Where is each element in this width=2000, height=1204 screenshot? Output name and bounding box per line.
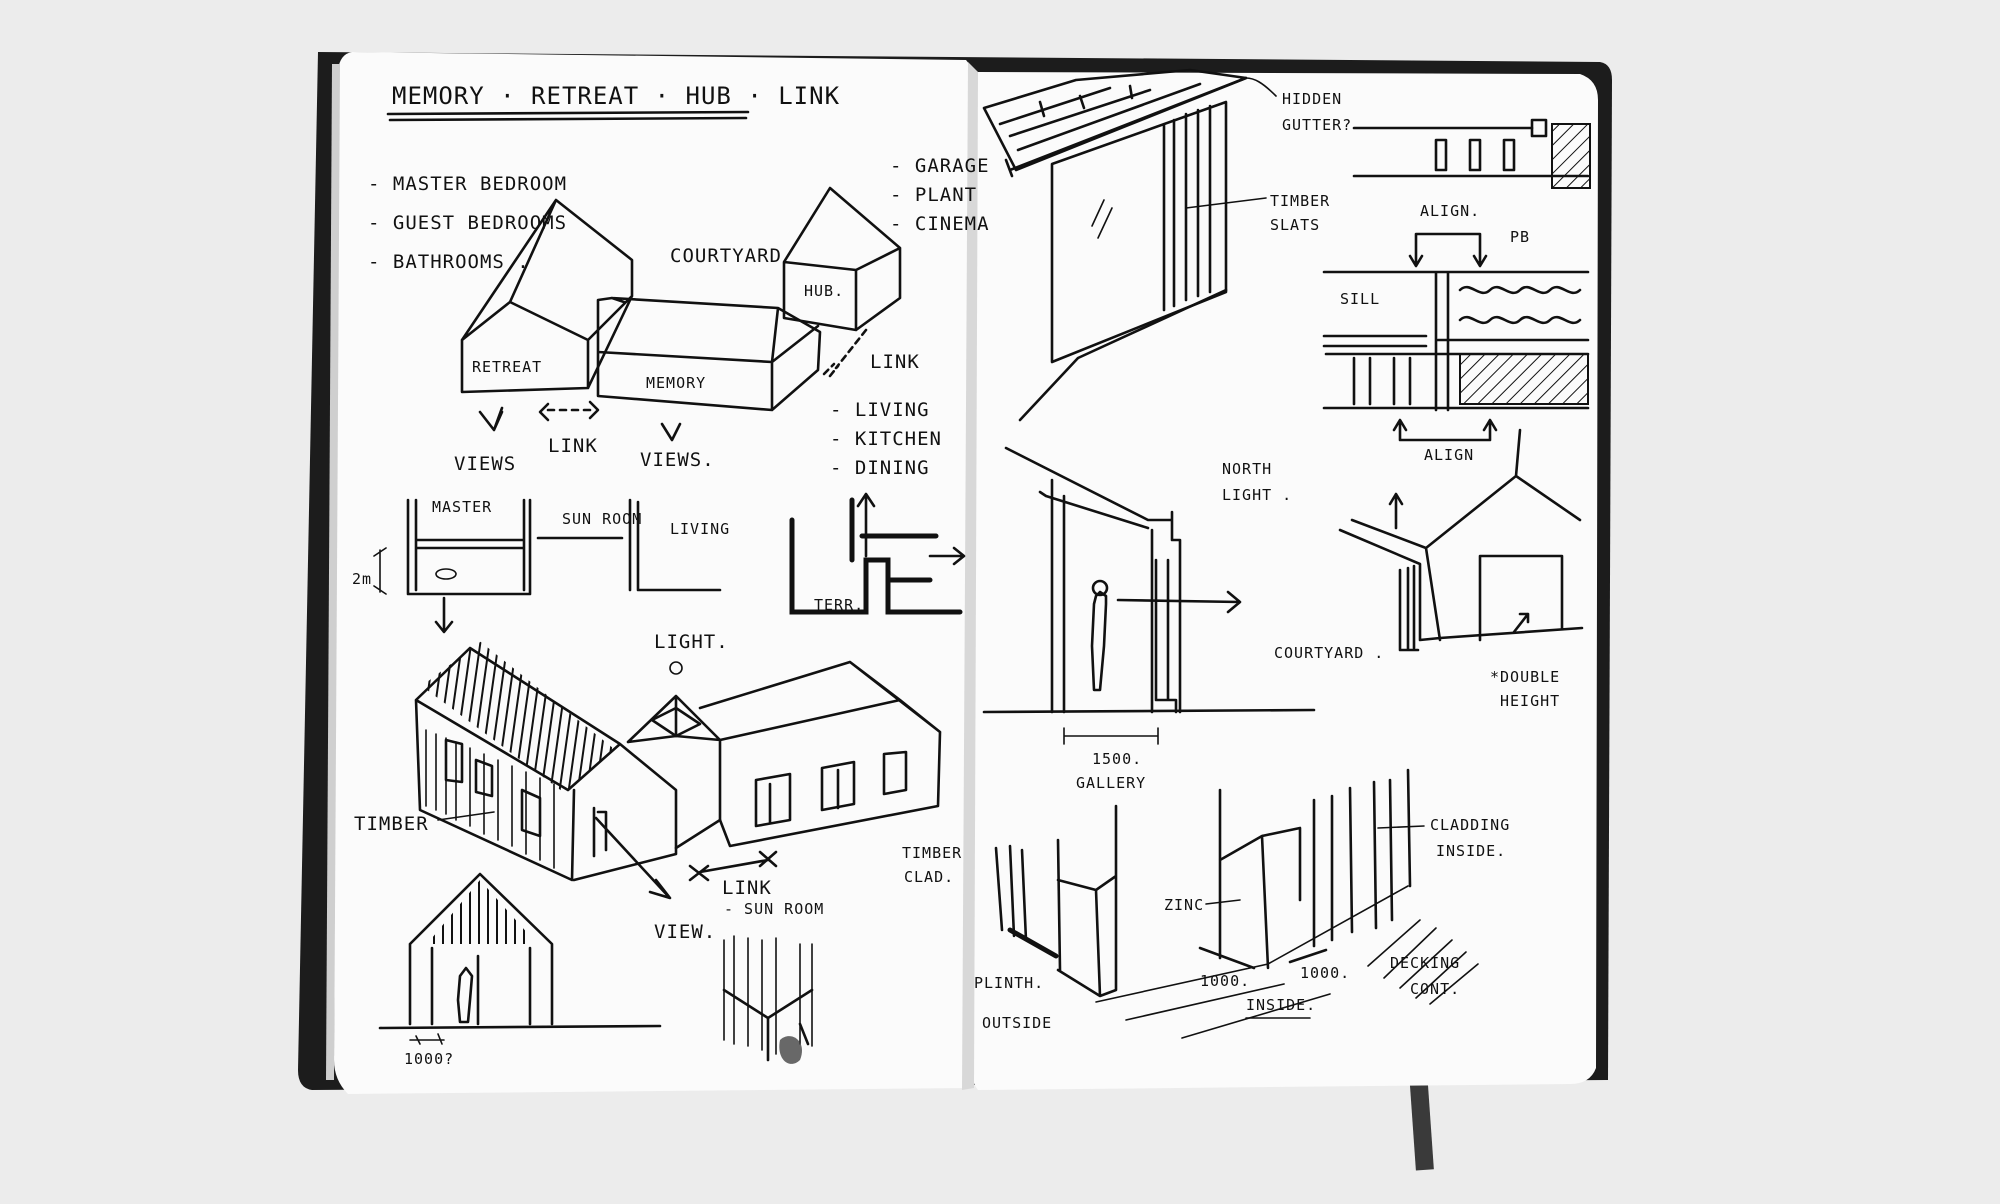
section-sketch: [373, 498, 722, 634]
timber-slats-label: TIMBER: [1270, 192, 1330, 210]
hub-program-item: - GARAGE: [890, 155, 990, 177]
plinth-label: PLINTH.: [974, 974, 1044, 992]
retreat-label: RETREAT: [472, 358, 542, 376]
sill-label: SILL: [1340, 290, 1380, 308]
left-page-sketches: MEMORY · RETREAT · HUB · LINK - MASTER B…: [352, 82, 990, 1068]
gutter-shadow: [962, 62, 978, 1090]
link-arrow: [822, 328, 868, 378]
hub-massing-sketch: [782, 186, 902, 332]
gallery-label: GALLERY: [1076, 774, 1146, 792]
timber-leader: [437, 811, 495, 821]
retreat-massing-sketch: [460, 198, 634, 394]
gutter-leader: [1245, 77, 1277, 97]
terrace-label: TERR.: [814, 596, 864, 614]
timber-clad-label: TIMBER: [902, 844, 962, 862]
title-underline: [386, 110, 750, 122]
terrace-section-sketch: [789, 492, 966, 615]
dimension-label-a: 1000.: [1200, 972, 1250, 990]
inside-label: INSIDE.: [1246, 996, 1316, 1014]
view-arrow: [594, 816, 672, 900]
living-program-item: - KITCHEN: [830, 428, 942, 450]
left-page: [334, 52, 975, 1094]
timber-label: TIMBER: [354, 813, 429, 835]
hub-program-item: - PLANT: [890, 184, 977, 206]
gable-elevation-sketch: [378, 872, 662, 1045]
cladding-inside-label: INSIDE.: [1436, 842, 1506, 860]
timber-clad-label: CLAD.: [904, 868, 954, 886]
sun-room-label: SUN ROOM: [562, 510, 642, 528]
slats-leader: [1185, 197, 1267, 209]
hub-program-item: - CINEMA: [890, 213, 990, 235]
light-symbol: [669, 661, 683, 675]
bookmark-ribbon: [1409, 1079, 1434, 1171]
double-height-label: *DOUBLE: [1490, 668, 1560, 686]
align-label-bottom: ALIGN: [1424, 446, 1474, 464]
north-light-label: LIGHT .: [1222, 486, 1292, 504]
dimension-label: 1000?: [404, 1050, 454, 1068]
notebook: [298, 52, 1612, 1171]
double-height-label: HEIGHT: [1500, 692, 1560, 710]
program-item: - BATHROOMS .: [368, 251, 530, 273]
house-perspective-sketch: [414, 641, 942, 882]
gallery-dimension: [1063, 727, 1159, 745]
cladding-leader: [1377, 825, 1425, 829]
north-light-label: NORTH: [1222, 460, 1272, 478]
page-edges: [326, 63, 340, 1081]
cladding-inside-label: CLADDING: [1430, 816, 1510, 834]
pb-label: PB: [1510, 228, 1530, 246]
page-title: MEMORY · RETREAT · HUB · LINK: [392, 82, 840, 110]
program-item: - MASTER BEDROOM: [368, 173, 567, 195]
living-label: LIVING: [670, 520, 730, 538]
living-program-item: - LIVING: [830, 399, 930, 421]
elevation-detail-sketch: [1352, 118, 1591, 189]
memory-label: MEMORY: [646, 374, 706, 392]
courtyard-label-right: COURTYARD .: [1274, 644, 1384, 662]
living-program-item: - DINING: [830, 457, 930, 479]
hidden-gutter-label: GUTTER?: [1282, 116, 1352, 134]
light-label: LIGHT.: [654, 631, 729, 653]
hub-label: HUB.: [804, 282, 844, 300]
views-label-right: VIEWS.: [640, 449, 715, 471]
view-label: VIEW.: [654, 921, 716, 943]
north-light-section-sketch: [982, 446, 1316, 714]
zinc-label: ZINC: [1164, 896, 1204, 914]
wall-section-sketch: [1322, 270, 1590, 442]
height-label: 2m: [352, 570, 372, 588]
courtyard-label: COURTYARD: [670, 245, 782, 267]
view-arrow-right: [660, 422, 682, 442]
sun-room-label-bottom: - SUN ROOM: [724, 900, 824, 918]
timber-slats-label: SLATS: [1270, 216, 1320, 234]
decking-label: DECKING: [1390, 954, 1460, 972]
right-page: [970, 72, 1598, 1090]
link-dash-arrows: [538, 400, 600, 422]
courtyard-perspective-sketch: [1338, 428, 1584, 652]
link-label-mid: LINK: [548, 435, 598, 457]
hidden-gutter-label: HIDDEN: [1282, 90, 1342, 108]
link-dimension: [688, 850, 778, 882]
memory-massing-sketch: [596, 296, 822, 412]
zinc-leader: [1205, 899, 1241, 905]
link-label-bottom: LINK: [722, 877, 772, 899]
window-perspective-sketch: [982, 68, 1248, 422]
program-item: - GUEST BEDROOMS: [368, 212, 567, 234]
slat-detail-sketch: [722, 935, 814, 1064]
gallery-label: 1500.: [1092, 750, 1142, 768]
link-label-top: LINK: [870, 351, 920, 373]
right-page-sketches: HIDDEN GUTTER? TIMBER SLATS ALIGN. PB SI…: [974, 68, 1591, 1039]
master-label: MASTER: [432, 498, 492, 516]
dimension-label-b: 1000.: [1300, 964, 1350, 982]
outside-label: OUTSIDE: [982, 1014, 1052, 1032]
view-arrow-left: [478, 406, 504, 432]
views-label-left: VIEWS: [454, 453, 516, 475]
cladding-perspective-sketch: [994, 768, 1479, 1039]
align-bracket-top: [1408, 232, 1488, 268]
decking-label: CONT.: [1410, 980, 1460, 998]
align-label-top: ALIGN.: [1420, 202, 1480, 220]
